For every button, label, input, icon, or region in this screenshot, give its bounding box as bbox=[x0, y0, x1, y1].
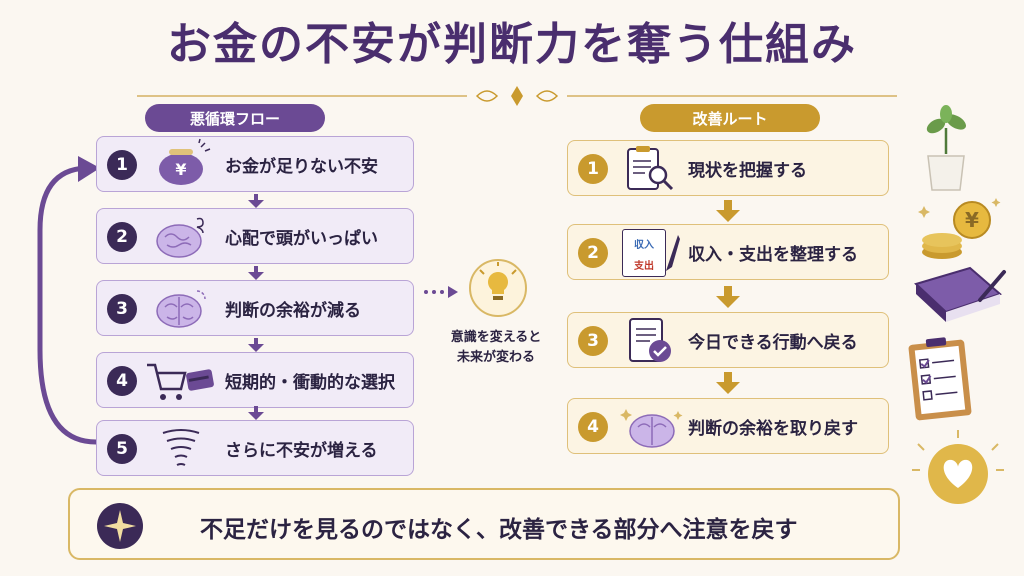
step-number: 5 bbox=[107, 434, 137, 464]
improve-step-text: 判断の余裕を取り戻す bbox=[688, 418, 858, 439]
vicious-step-4: 4 短期的・衝動的な選択 bbox=[96, 352, 414, 408]
improve-step-text: 現状を把握する bbox=[688, 160, 807, 181]
down-arrow-icon bbox=[716, 372, 740, 394]
vicious-step-text: 判断の余裕が減る bbox=[225, 300, 361, 321]
improvement-route-label: 改善ルート bbox=[640, 104, 820, 132]
notebook-icon bbox=[914, 266, 1006, 322]
income-tag: 収入 bbox=[634, 240, 654, 251]
step-number: 2 bbox=[107, 222, 137, 252]
bottom-message-box: 不足だけを見るのではなく、改善できる部分へ注意を戻す bbox=[68, 488, 900, 560]
svg-text:¥: ¥ bbox=[965, 208, 979, 232]
down-arrow-icon bbox=[248, 194, 264, 208]
step-number: 1 bbox=[578, 154, 608, 184]
plant-pot-icon bbox=[926, 105, 966, 191]
pen-icon bbox=[666, 235, 680, 271]
page-title: お金の不安が判断力を奪う仕組み bbox=[167, 19, 857, 70]
worried-brain-icon bbox=[156, 217, 204, 258]
improve-step-4: 4 判断の余裕を取り戻す bbox=[567, 398, 889, 454]
improve-step-text: 今日できる行動へ戻る bbox=[688, 332, 858, 353]
step-number: 4 bbox=[578, 412, 608, 442]
middle-caption-line1: 意識を変えると bbox=[450, 330, 542, 345]
down-arrow-icon bbox=[248, 406, 264, 420]
clipboard-search-icon bbox=[627, 146, 674, 191]
lightbulb-icon bbox=[469, 259, 527, 317]
improve-step-3: 3 今日できる行動へ戻る bbox=[567, 312, 889, 368]
middle-caption-line2: 未来が変わる bbox=[456, 350, 535, 365]
clipboard-checklist-icon bbox=[908, 337, 972, 421]
vicious-step-text: 心配で頭がいっぱい bbox=[225, 228, 378, 249]
svg-text:¥: ¥ bbox=[175, 160, 186, 179]
sparkle-brain-icon bbox=[620, 409, 683, 448]
improve-step-text: 収入・支出を整理する bbox=[688, 244, 858, 265]
vicious-step-1: 1 ¥ お金が足りない不安 bbox=[96, 136, 414, 192]
title-ornament bbox=[137, 86, 897, 106]
middle-caption: 意識を変えると 未来が変わる bbox=[436, 328, 556, 368]
improve-step-1: 1 現状を把握する bbox=[567, 140, 889, 196]
dotted-arrow-icon bbox=[424, 286, 458, 298]
brain-icon bbox=[156, 290, 206, 328]
step-number: 2 bbox=[578, 238, 608, 268]
notebook-pen-icon: 収入 支出 bbox=[622, 229, 666, 277]
improve-step-2: 2 収入 支出 収入・支出を整理する bbox=[567, 224, 889, 280]
step-number: 4 bbox=[107, 366, 137, 396]
step-number: 3 bbox=[107, 294, 137, 324]
expense-tag: 支出 bbox=[634, 261, 654, 272]
tornado-icon bbox=[162, 429, 200, 466]
sparkle-icon bbox=[97, 503, 143, 549]
step-number: 3 bbox=[578, 326, 608, 356]
down-arrow-icon bbox=[716, 286, 740, 308]
vicious-step-2: 2 心配で頭がいっぱい bbox=[96, 208, 414, 264]
vicious-step-text: さらに不安が増える bbox=[225, 440, 378, 461]
wallet-yen-icon: ¥ bbox=[159, 138, 211, 185]
coins-icon: ¥ bbox=[918, 198, 1001, 259]
heart-badge-icon bbox=[912, 430, 1004, 504]
down-arrow-icon bbox=[248, 338, 264, 352]
loop-arrow-icon bbox=[37, 156, 100, 445]
step-number: 1 bbox=[107, 150, 137, 180]
vicious-step-3: 3 判断の余裕が減る bbox=[96, 280, 414, 336]
vicious-step-text: 短期的・衝動的な選択 bbox=[225, 372, 395, 393]
vicious-step-5: 5 さらに不安が増える bbox=[96, 420, 414, 476]
checklist-icon bbox=[629, 318, 671, 362]
down-arrow-icon bbox=[716, 200, 740, 222]
vicious-step-text: お金が足りない不安 bbox=[225, 156, 378, 177]
vicious-cycle-label: 悪循環フロー bbox=[145, 104, 325, 132]
bottom-message: 不足だけを見るのではなく、改善できる部分へ注意を戻す bbox=[200, 517, 798, 543]
cart-card-icon bbox=[147, 363, 214, 400]
down-arrow-icon bbox=[248, 266, 264, 280]
